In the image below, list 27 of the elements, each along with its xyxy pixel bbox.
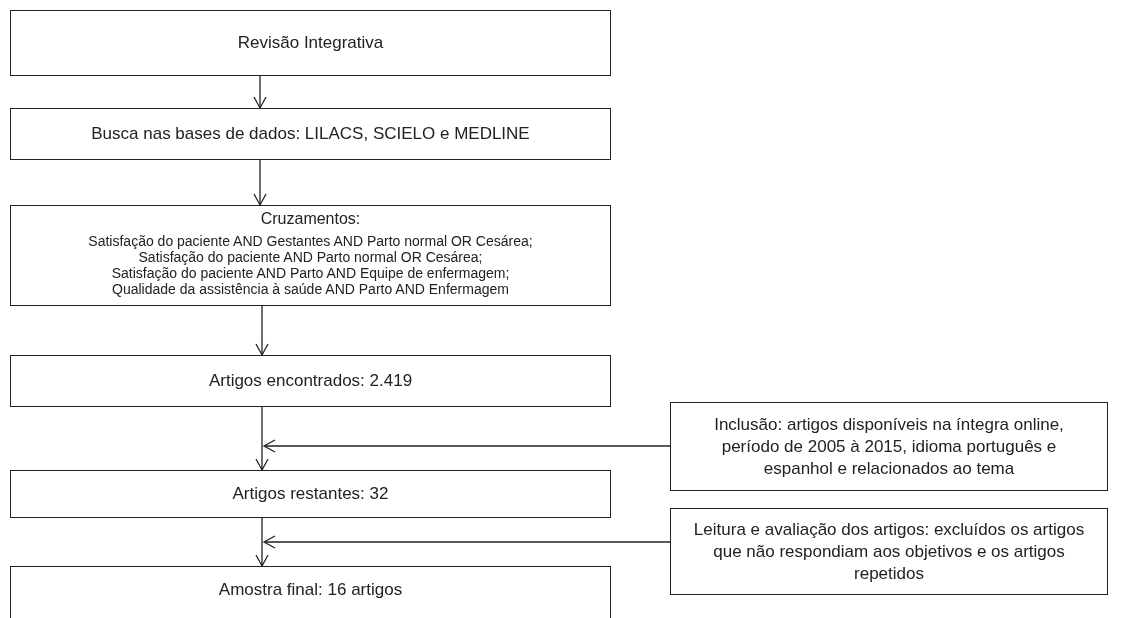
arrow [263,535,671,549]
box-text: Amostra final: 16 artigos [218,579,403,601]
box-text: Inclusão: artigos disponíveis na íntegra online, período de 2005 à 2015, idioma português e espanhol e relacionados ao tema [713,413,1065,480]
process-box [670,402,1108,491]
box-text: Satisfação do paciente AND Parto AND Equipe de enfermagem; [111,265,510,281]
box-text: Satisfação do paciente AND Parto normal OR Cesárea; [138,249,483,265]
box-text: Qualidade da assistência à saúde AND Parto AND Enfermagem [112,281,509,297]
box-text: Artigos encontrados: 2.419 [208,370,413,392]
process-box [670,508,1108,595]
box-text: Busca nas bases de dados: LILACS, SCIELO e MEDLINE [91,123,530,145]
arrow [255,517,269,567]
process-box [10,10,611,76]
process-box [10,355,611,407]
process-box [10,108,611,160]
arrow [255,406,269,471]
arrow [255,305,269,356]
arrow [253,75,267,109]
box-heading: Cruzamentos: [260,209,361,229]
arrow [263,439,671,453]
process-box [10,470,611,518]
arrow [253,159,267,206]
box-text: Revisão Integrativa [237,32,384,54]
box-text: Satisfação do paciente AND Gestantes AND Parto normal OR Cesárea; [88,233,533,249]
box-text: Artigos restantes: 32 [232,483,389,505]
process-box [10,205,611,306]
process-box [10,566,611,618]
box-text: Leitura e avaliação dos artigos: excluídos os artigos que não respondiam aos objetivos e os artigos repetidos [692,518,1086,585]
